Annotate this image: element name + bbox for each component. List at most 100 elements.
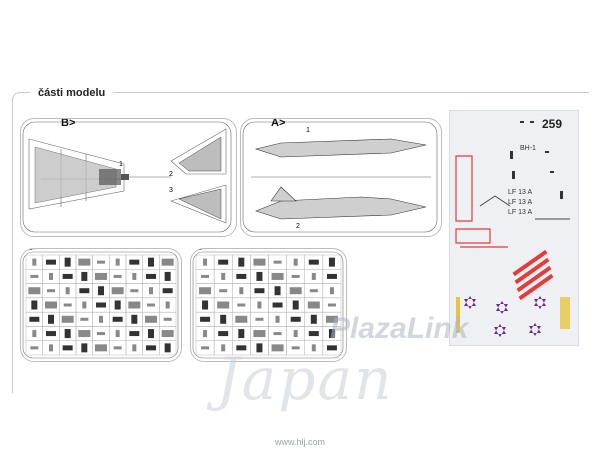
decal-mark-2: LF 13 A <box>508 189 533 196</box>
small-part <box>310 314 317 324</box>
small-part <box>238 329 245 339</box>
small-part <box>219 289 228 293</box>
sprue-frame <box>192 251 344 359</box>
sprue-frame <box>22 251 179 359</box>
small-part <box>256 271 263 281</box>
small-part <box>78 258 91 266</box>
small-part <box>30 274 39 278</box>
small-part <box>311 272 316 280</box>
sprue-d-label: D> <box>196 249 210 253</box>
sprue-cell <box>322 340 342 356</box>
sprue-d: D> <box>190 248 347 362</box>
small-part <box>236 345 247 351</box>
small-part <box>81 343 88 353</box>
small-part <box>220 314 227 324</box>
small-part <box>237 303 246 307</box>
small-part <box>114 300 121 310</box>
small-part <box>78 330 91 338</box>
sprue-b-drawing <box>22 121 232 233</box>
small-part <box>82 301 87 309</box>
small-part <box>274 286 281 296</box>
small-part <box>64 329 71 339</box>
small-part <box>164 343 171 353</box>
small-part <box>201 346 210 350</box>
sprue-cell <box>159 340 177 356</box>
small-part <box>99 315 103 323</box>
small-part <box>112 316 123 322</box>
small-part <box>132 272 137 280</box>
decal-mark-3: LF 13 A <box>508 199 533 206</box>
small-part <box>98 286 104 296</box>
small-part <box>328 257 335 267</box>
decal-serial: 259 <box>542 117 563 131</box>
sprue-a-label: A> <box>271 118 286 129</box>
sprue-b-label: B> <box>61 118 76 129</box>
small-part <box>161 330 174 338</box>
small-part <box>163 317 172 321</box>
sprue-a-part-2: 2 <box>296 223 300 230</box>
small-part <box>111 287 124 295</box>
small-part <box>32 330 37 338</box>
small-part <box>326 345 337 351</box>
small-part <box>62 273 73 279</box>
small-part <box>239 287 244 295</box>
small-part <box>307 301 320 309</box>
small-part <box>47 289 55 293</box>
small-part <box>293 330 298 338</box>
small-part <box>28 287 41 295</box>
small-part <box>97 332 105 336</box>
small-part <box>64 257 71 267</box>
small-part <box>254 288 265 294</box>
watermark-brand: PlazaLink <box>330 312 469 345</box>
sprue-b-part-3: 3 <box>169 187 173 194</box>
small-part <box>253 330 266 338</box>
small-part <box>201 274 210 278</box>
sprue-b-part-2: 2 <box>169 171 173 178</box>
small-part <box>80 317 89 321</box>
small-part <box>255 317 264 321</box>
small-part <box>129 331 140 337</box>
small-part <box>62 345 73 351</box>
small-part <box>271 272 284 280</box>
small-part <box>329 287 334 295</box>
small-part <box>165 301 170 309</box>
small-part <box>218 259 229 265</box>
parts-frame <box>12 92 589 393</box>
small-part <box>49 344 53 352</box>
section-title: části modelu <box>30 87 114 99</box>
small-part <box>273 260 282 264</box>
small-part <box>132 344 137 352</box>
small-part <box>46 259 56 265</box>
small-part <box>31 300 38 310</box>
small-part <box>130 289 139 293</box>
small-part <box>32 258 37 266</box>
sprue-a-drawing <box>242 121 438 233</box>
small-part <box>164 271 171 281</box>
watermark-url: www.hlj.com <box>274 437 325 447</box>
small-part <box>146 273 156 279</box>
small-part <box>148 329 154 339</box>
sprue-b-part-1: 1 <box>119 161 123 168</box>
sprue-d-drawing <box>192 251 344 359</box>
small-part <box>46 331 56 337</box>
small-part <box>326 273 337 279</box>
small-part <box>291 346 300 350</box>
small-part <box>162 288 173 294</box>
small-part <box>95 272 107 280</box>
small-part <box>79 288 90 294</box>
sprue-a-part-1: 1 <box>306 127 310 134</box>
small-part <box>147 303 155 307</box>
small-part <box>149 287 153 295</box>
sprue-c-drawing <box>22 251 179 359</box>
small-part <box>308 259 319 265</box>
small-part <box>235 315 248 323</box>
small-part <box>113 274 122 278</box>
small-part <box>290 316 301 322</box>
small-part <box>325 315 338 323</box>
watermark-big: Japan <box>216 345 394 413</box>
small-part <box>217 301 230 309</box>
small-part <box>311 344 316 352</box>
small-part <box>256 343 263 353</box>
small-part <box>253 258 266 266</box>
small-part <box>236 273 247 279</box>
